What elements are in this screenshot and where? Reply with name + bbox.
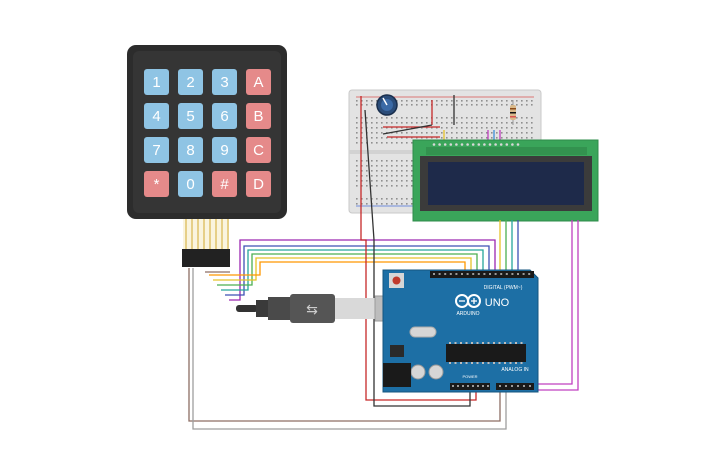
keypad-key-label: 1	[152, 74, 160, 91]
keypad-key-label: 2	[186, 74, 194, 91]
resistor	[510, 100, 516, 125]
model-label: UNO	[485, 297, 510, 309]
potentiometer[interactable]	[376, 94, 398, 116]
lcd-screen	[428, 162, 584, 205]
svg-text:⇆: ⇆	[306, 302, 318, 318]
keypad-key-label: 8	[186, 142, 194, 159]
lcd-display[interactable]	[412, 139, 599, 222]
keypad-key[interactable]: 8	[178, 137, 203, 163]
keypad-key[interactable]: 4	[144, 103, 169, 129]
keypad-connector	[182, 249, 230, 267]
keypad-key-label: B	[253, 108, 263, 125]
keypad-key-label: 5	[186, 108, 194, 125]
brand-label: ARDUINO	[456, 311, 479, 317]
keypad-key-label: 6	[220, 108, 228, 125]
keypad-key-label: 0	[186, 176, 194, 193]
power-header	[450, 383, 490, 390]
breadboard-jumpers	[382, 95, 501, 140]
keypad-key[interactable]: *	[144, 171, 169, 197]
keypad-ribbon	[182, 219, 230, 267]
power-label: POWER	[462, 374, 477, 379]
keypad-key[interactable]: B	[246, 103, 271, 129]
arduino-logo	[455, 294, 481, 308]
power-wires	[188, 96, 507, 430]
lcd-wires	[499, 220, 579, 391]
keypad-key[interactable]: 2	[178, 69, 203, 95]
keypad-key[interactable]: D	[246, 171, 271, 197]
keypad-key[interactable]: 9	[212, 137, 237, 163]
keypad-key-label: 9	[220, 142, 228, 159]
arduino-uno-board[interactable]: DIGITAL (PWM~) ARDUINO UNO POWER ANALOG …	[382, 269, 539, 393]
analog-label: ANALOG IN	[501, 367, 529, 373]
keypad-key-label: C	[253, 142, 264, 159]
analog-header	[496, 383, 534, 390]
keypad-wires	[205, 239, 496, 301]
keypad-key-label: 3	[220, 74, 228, 91]
keypad[interactable]: 1 2 3 A 4 5 6 B 7 8 9 C * 0 # D	[127, 45, 287, 267]
keypad-key[interactable]: A	[246, 69, 271, 95]
keypad-key-label: 4	[152, 108, 160, 125]
keypad-key[interactable]: 7	[144, 137, 169, 163]
keypad-key-label: *	[154, 176, 160, 193]
lcd-header-pins	[432, 143, 520, 146]
keypad-key[interactable]: #	[212, 171, 237, 197]
digital-label: DIGITAL (PWM~)	[484, 285, 523, 291]
keypad-key[interactable]: 6	[212, 103, 237, 129]
keypad-key[interactable]: 1	[144, 69, 169, 95]
digital-header	[430, 271, 534, 278]
keypad-key-label: #	[220, 176, 229, 193]
keypad-key-label: A	[253, 74, 263, 91]
keypad-key[interactable]: C	[246, 137, 271, 163]
power-jack	[383, 363, 411, 387]
keypad-key[interactable]: 0	[178, 171, 203, 197]
keypad-key[interactable]: 5	[178, 103, 203, 129]
keypad-key-label: 7	[152, 142, 160, 159]
keypad-key-label: D	[253, 176, 264, 193]
atmega-chip	[446, 344, 526, 362]
keypad-key[interactable]: 3	[212, 69, 237, 95]
